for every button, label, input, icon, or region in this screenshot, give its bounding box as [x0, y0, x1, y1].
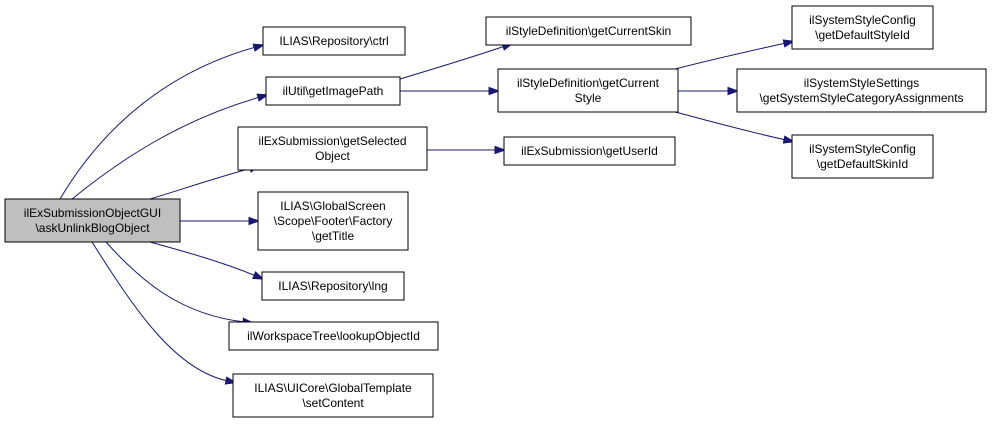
node-label-line: ILIAS\Repository\ctrl	[279, 34, 388, 48]
node-label-line: ilSystemStyleConfig	[809, 142, 916, 156]
arrowhead	[252, 43, 266, 52]
edge-style_getcurrentstyle-to-ssc_getdefaultskinid	[674, 111, 796, 144]
edge-root-to-wstree_lookup	[105, 241, 255, 326]
edge-util_getimagepath-to-style_getcurrentskin	[399, 42, 514, 80]
node-exsub_getuserid[interactable]: ilExSubmission\getUserId	[503, 136, 676, 166]
node-repo_ctrl[interactable]: ILIAS\Repository\ctrl	[262, 26, 406, 56]
node-box	[497, 68, 679, 113]
edge-line	[674, 111, 787, 141]
edge-line	[149, 241, 257, 277]
edge-line	[71, 96, 261, 200]
node-label-line: ilExSubmission\getSelected	[258, 134, 406, 148]
edge-root-to-footer_gettitle	[180, 216, 261, 226]
node-box	[237, 126, 428, 171]
node-label-line: ilWorkspaceTree\lookupObjectId	[247, 329, 420, 343]
node-label-line: \Scope\Footer\Factory	[274, 214, 393, 228]
edge-line	[91, 241, 229, 382]
arrowhead	[252, 271, 265, 280]
node-wstree_lookup[interactable]: ilWorkspaceTree\lookupObjectId	[228, 321, 439, 351]
edge-style_getcurrentstyle-to-sss_getcategory	[678, 86, 740, 96]
node-tpl_setcontent[interactable]: ILIAS\UICore\GlobalTemplate\setContent	[232, 373, 434, 418]
node-box	[791, 5, 934, 50]
node-label-line: ILIAS\Repository\lng	[278, 279, 387, 293]
node-label-line: ilStyleDefinition\getCurrent	[517, 76, 660, 90]
arrowhead	[248, 216, 261, 226]
node-box	[265, 76, 401, 106]
arrowhead	[256, 93, 270, 102]
node-label-line: \getTitle	[312, 229, 355, 243]
edge-util_getimagepath-to-style_getcurrentstyle	[400, 86, 501, 96]
node-sss_getcategory[interactable]: ilSystemStyleSettings\getSystemStyleCate…	[736, 68, 987, 113]
arrowhead	[488, 86, 501, 96]
node-box	[261, 271, 405, 301]
edge-line	[674, 42, 787, 70]
node-label-line: \getDefaultStyleId	[815, 28, 910, 42]
node-label-line: ilSystemStyleConfig	[809, 13, 916, 27]
node-box	[228, 321, 439, 351]
arrowhead	[782, 135, 796, 144]
node-box	[262, 26, 406, 56]
edge-line	[149, 167, 253, 200]
edge-root-to-repo_ctrl	[59, 43, 266, 200]
edge-exsub_getselected-to-exsub_getuserid	[426, 145, 507, 155]
node-label-line: \setContent	[302, 396, 364, 410]
node-repo_lng[interactable]: ILIAS\Repository\lng	[261, 271, 405, 301]
node-label-line: Object	[315, 149, 350, 163]
node-box	[485, 16, 692, 46]
node-box	[257, 191, 409, 251]
edge-line	[399, 45, 506, 80]
edge-root-to-tpl_setcontent	[91, 241, 238, 385]
node-box	[791, 134, 934, 179]
node-ssc_getdefaultskinid[interactable]: ilSystemStyleConfig\getDefaultSkinId	[791, 134, 934, 179]
arrowhead	[727, 86, 740, 96]
edge-line	[105, 241, 246, 323]
node-root[interactable]: ilExSubmissionObjectGUI\askUnlinkBlogObj…	[4, 198, 181, 243]
nodes-layer: ilExSubmissionObjectGUI\askUnlinkBlogObj…	[4, 5, 987, 418]
node-label-line: \getDefaultSkinId	[817, 157, 908, 171]
node-label-line: \getSystemStyleCategoryAssignments	[759, 91, 963, 105]
node-label-line: ilUtil\getImagePath	[283, 84, 384, 98]
node-box	[232, 373, 434, 418]
node-box	[4, 198, 181, 243]
node-label-line: ILIAS\GlobalScreen	[280, 199, 385, 213]
node-ssc_getdefaultstyleid[interactable]: ilSystemStyleConfig\getDefaultStyleId	[791, 5, 934, 50]
node-box	[503, 136, 676, 166]
node-label-line: ilExSubmissionObjectGUI	[24, 206, 161, 220]
node-label-line: \askUnlinkBlogObject	[35, 221, 150, 235]
node-util_getimagepath[interactable]: ilUtil\getImagePath	[265, 76, 401, 106]
node-label-line: Style	[575, 91, 602, 105]
node-label-line: ILIAS\UICore\GlobalTemplate	[254, 381, 412, 395]
edge-line	[59, 46, 257, 200]
edges-layer	[59, 39, 796, 385]
node-box	[736, 68, 987, 113]
arrowhead	[494, 145, 507, 155]
node-label-line: ilStyleDefinition\getCurrentSkin	[506, 24, 671, 38]
node-label-line: ilExSubmission\getUserId	[521, 144, 658, 158]
node-footer_gettitle[interactable]: ILIAS\GlobalScreen\Scope\Footer\Factory\…	[257, 191, 409, 251]
node-label-line: ilSystemStyleSettings	[804, 76, 919, 90]
arrowhead	[782, 39, 796, 48]
edge-root-to-repo_lng	[149, 241, 265, 280]
node-style_getcurrentskin[interactable]: ilStyleDefinition\getCurrentSkin	[485, 16, 692, 46]
edge-style_getcurrentstyle-to-ssc_getdefaultstyleid	[674, 39, 796, 70]
edge-root-to-util_getimagepath	[71, 93, 270, 200]
